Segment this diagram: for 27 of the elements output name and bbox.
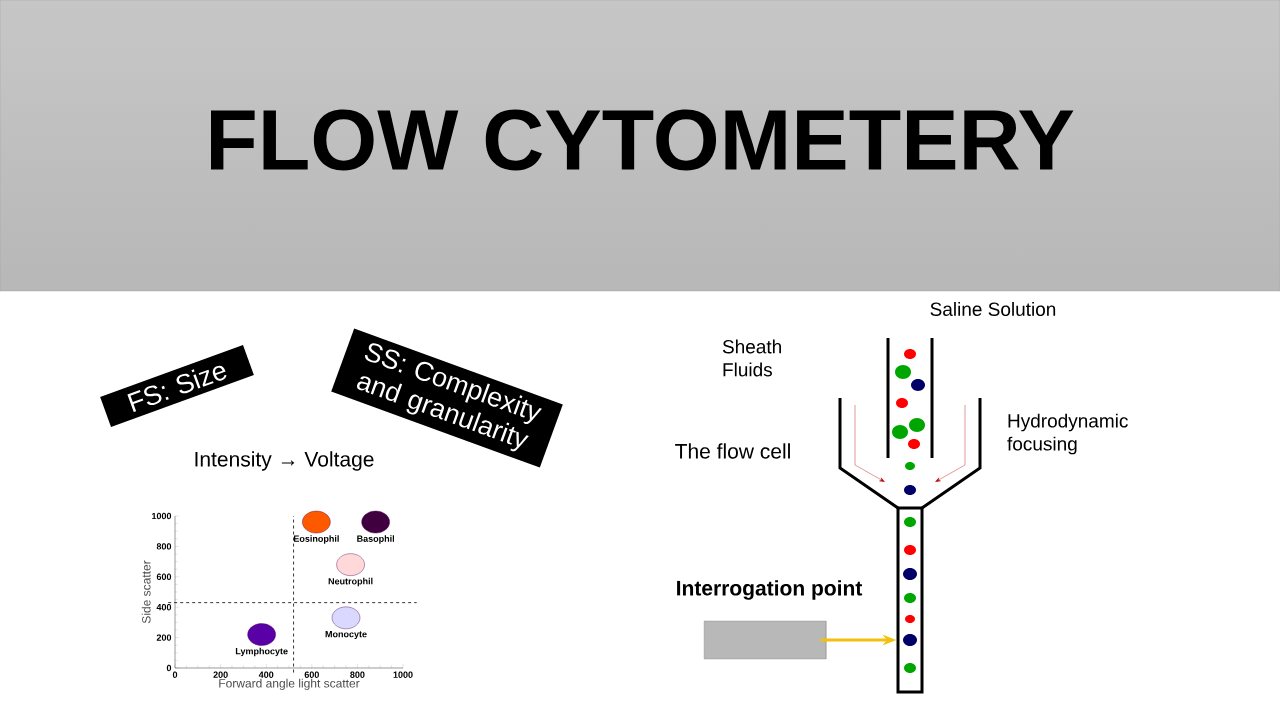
x-axis-title: Forward angle light scatter bbox=[219, 678, 360, 690]
x-tick-label: 400 bbox=[258, 671, 274, 678]
x-tick-label: 200 bbox=[213, 671, 228, 678]
text-label: Hydrodynamic focusing bbox=[1007, 413, 1128, 455]
cell-label: Monocyte bbox=[325, 631, 367, 640]
text-label: The flow cell bbox=[675, 443, 790, 459]
y-tick-label: 400 bbox=[156, 604, 172, 611]
cell-label: Eosinophil bbox=[293, 535, 339, 544]
text-label: Sheath Fluids bbox=[722, 339, 781, 377]
y-tick-label: 800 bbox=[156, 543, 172, 550]
x-tick-label: 600 bbox=[304, 671, 319, 678]
cell-label: Neutrophil bbox=[328, 577, 373, 587]
y-tick-label: 1000 bbox=[152, 512, 172, 520]
cell-label: Basophil bbox=[357, 535, 394, 544]
y-tick-label: 0 bbox=[166, 664, 172, 672]
title: FLOW CYTOMETERY bbox=[211, 109, 1074, 171]
text-label: Interrogation point bbox=[677, 580, 863, 600]
y-axis-title: Side scatter bbox=[141, 560, 151, 624]
label-box: FS: Size bbox=[100, 345, 254, 427]
x-tick-label: 800 bbox=[350, 671, 365, 678]
text-label: Saline Solution bbox=[930, 302, 1056, 316]
x-tick-label: 1000 bbox=[393, 671, 413, 678]
laser-cylinder bbox=[703, 620, 827, 660]
y-tick-label: 600 bbox=[156, 573, 172, 580]
cell-label: Lymphocyte bbox=[235, 647, 288, 657]
y-tick-label: 200 bbox=[156, 634, 172, 641]
x-tick-label: 0 bbox=[172, 671, 178, 678]
